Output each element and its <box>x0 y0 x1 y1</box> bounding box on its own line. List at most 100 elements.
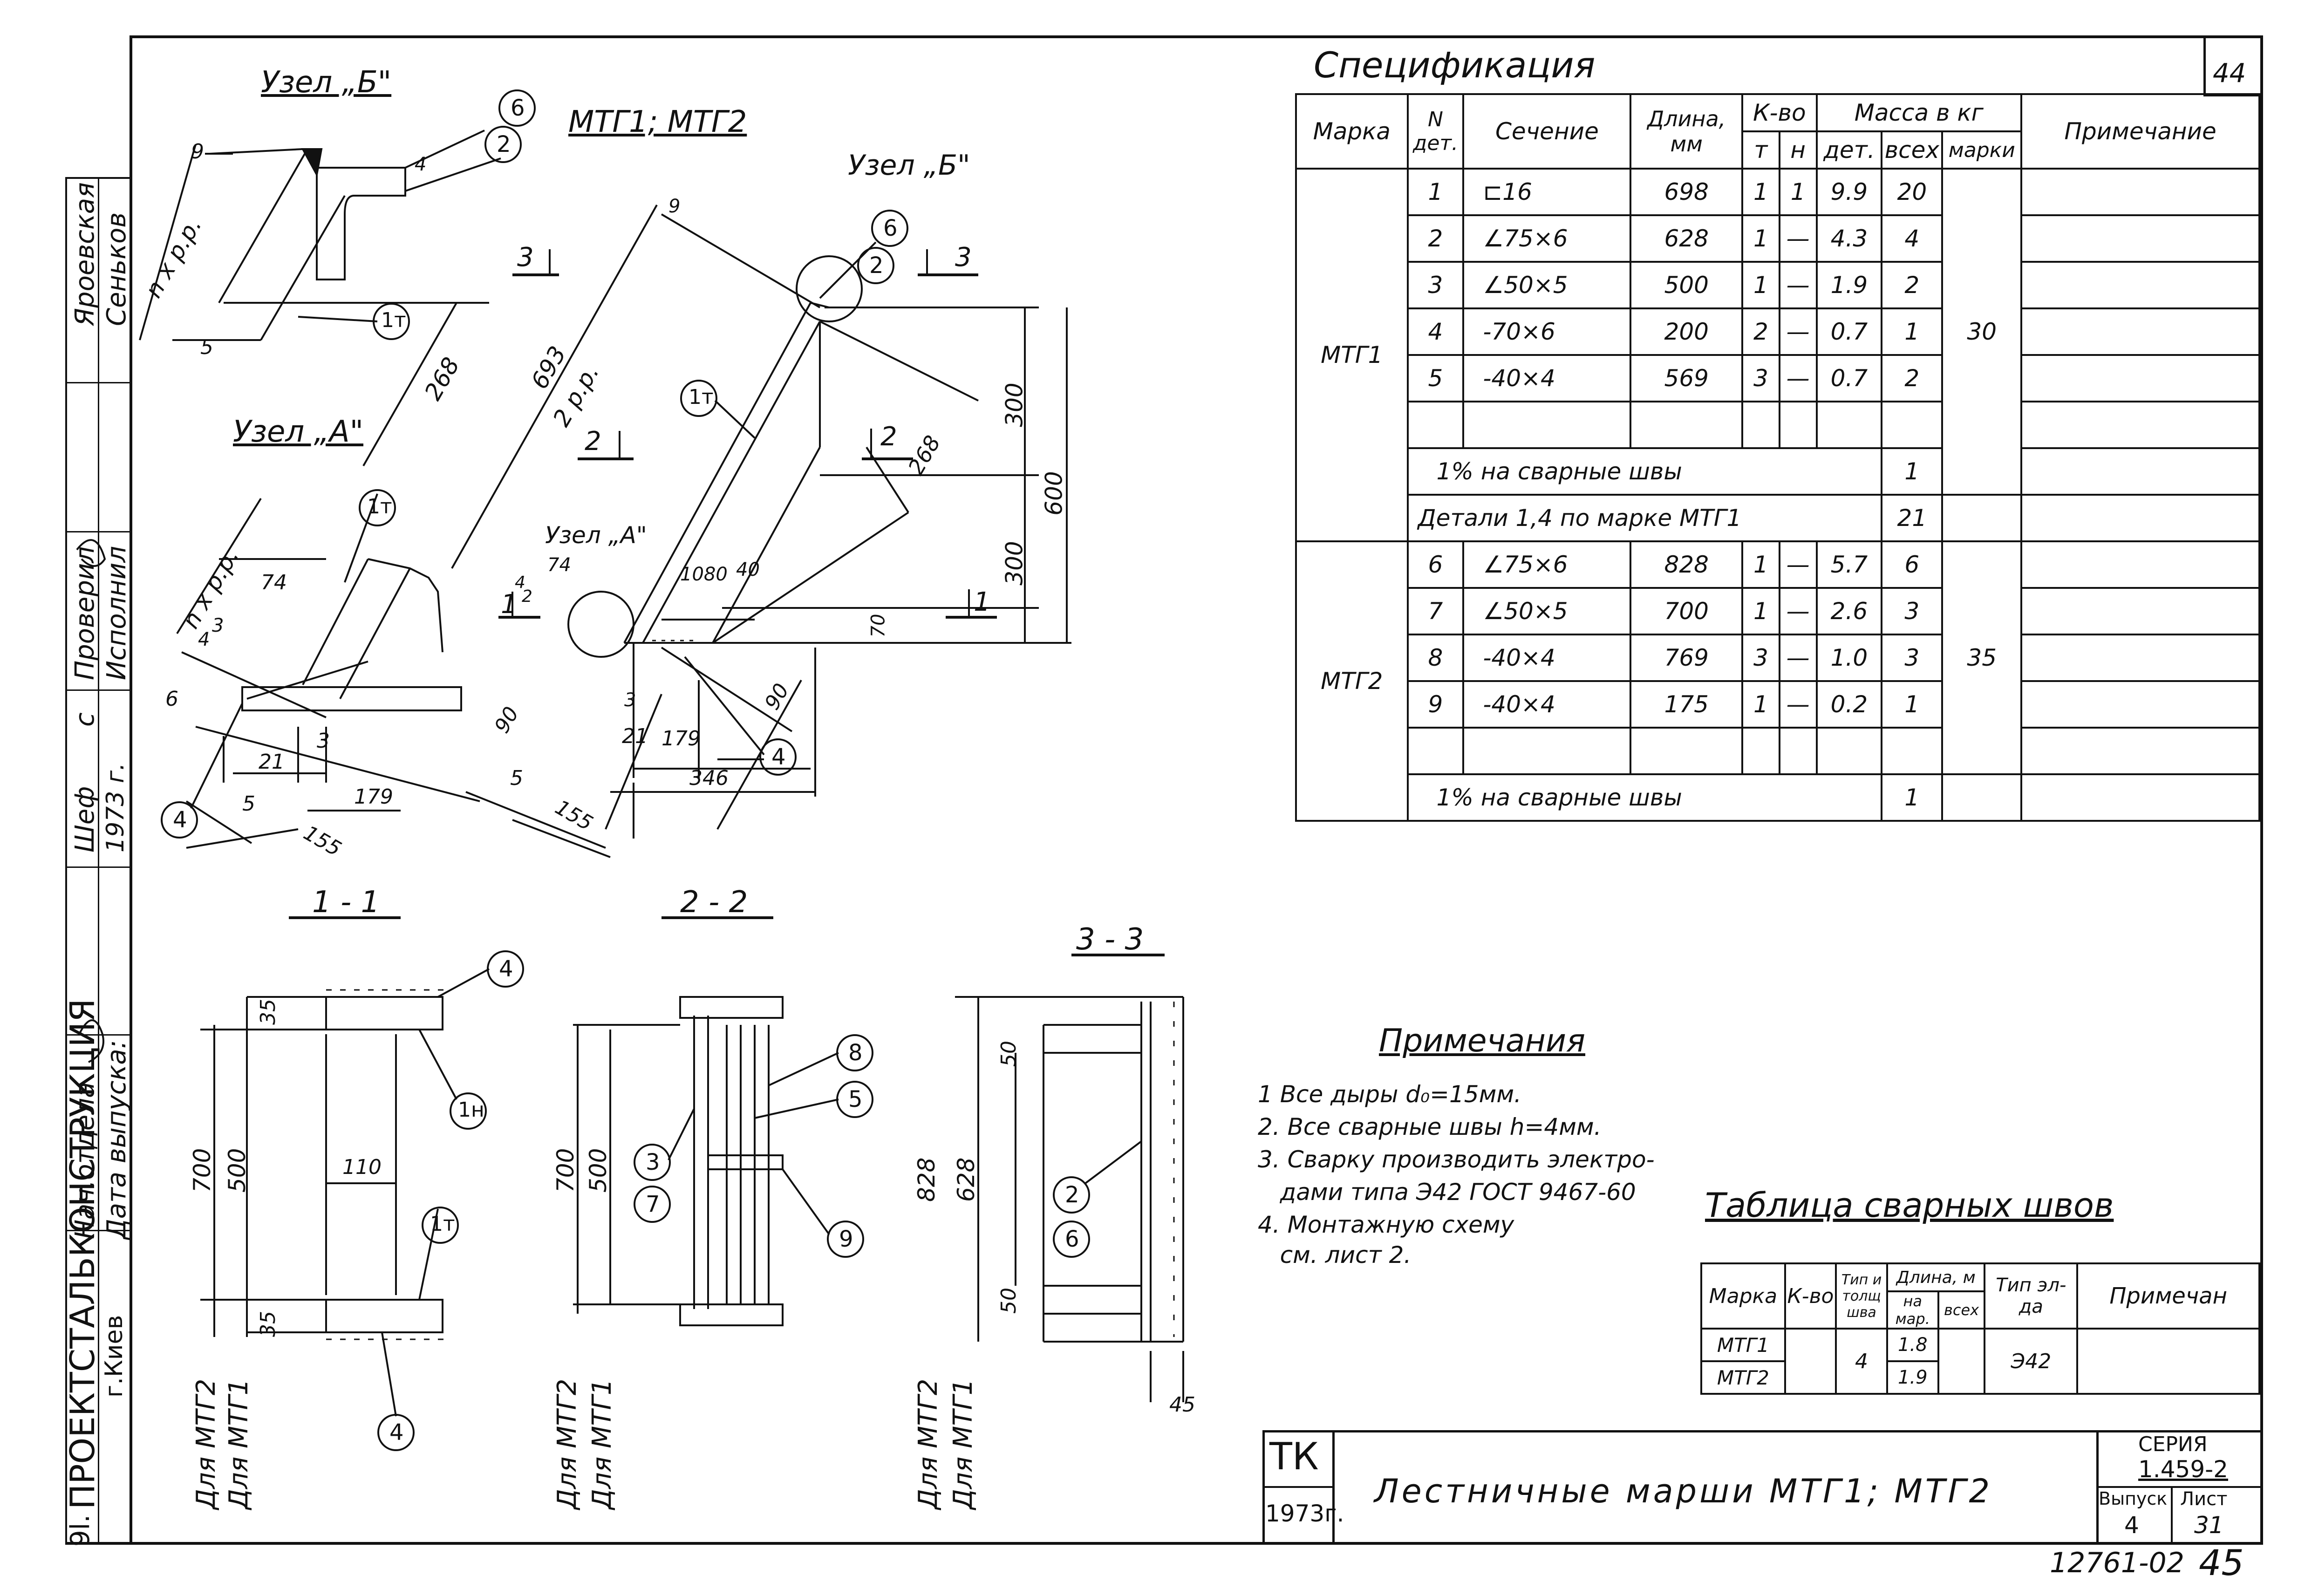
spec-h-section: Сечение <box>1462 93 1632 170</box>
weld-h-type: Тип и толщ шва <box>1835 1262 1888 1330</box>
table-cell <box>1815 727 1883 775</box>
series-label: СЕРИЯ <box>2138 1432 2208 1456</box>
callout-9: 9 <box>839 1226 853 1252</box>
callout-2c: 2 <box>1065 1182 1079 1208</box>
table-cell: 828 <box>1630 540 1744 589</box>
table-cell <box>2020 261 2260 309</box>
dim-a-179: 179 <box>354 785 393 809</box>
callout-3: 3 <box>646 1149 660 1175</box>
spec-mtg2-massmark: 35 <box>1941 540 2023 775</box>
spec-mtg1-welds-value: 1 <box>1881 447 1944 496</box>
spec-mtg2-details-value: 21 <box>1881 494 1944 542</box>
spec-h-mass: Масса в кг <box>1815 93 2023 132</box>
table-cell <box>2020 447 2260 496</box>
dim-s3-50a: 50 <box>997 1041 1021 1067</box>
dim-m-2: 2 <box>522 587 532 606</box>
dim-a-5: 5 <box>242 792 255 816</box>
spec-h-ndet: N дет. <box>1406 93 1465 170</box>
dim-m-1080: 1080 <box>680 564 728 585</box>
side-block <box>65 177 130 1543</box>
dim-m-300b: 300 <box>1001 541 1028 586</box>
note-2: 2. Все сварные швы h=4мм. <box>1258 1113 1602 1140</box>
weld-length-1: 1.8 <box>1886 1328 1939 1362</box>
notes-title: Примечания <box>1379 1023 1586 1059</box>
table-cell: 4 <box>1881 214 1944 263</box>
dim-s3-828: 828 <box>913 1157 940 1202</box>
dim-b-4: 4 <box>415 154 427 175</box>
weld-h-eltype: Тип эл-да <box>1984 1262 2079 1330</box>
table-cell <box>1462 401 1632 449</box>
dim-m-4: 4 <box>515 573 525 592</box>
weld-length-2: 1.9 <box>1886 1360 1939 1395</box>
spec-mtg1-mark: МТГ1 <box>1295 168 1409 542</box>
spec-h-qty-t: т <box>1741 130 1780 170</box>
table-cell: ⊏16 <box>1462 168 1632 216</box>
main-title: МТГ1; МТГ2 <box>568 105 747 139</box>
series-divider <box>2096 1486 2260 1488</box>
table-cell: 20 <box>1881 168 1944 216</box>
table-cell: 0.7 <box>1815 307 1883 356</box>
dim-s1-35b: 35 <box>256 1311 280 1337</box>
dim-s1-700: 700 <box>189 1148 216 1193</box>
dim-s1-110: 110 <box>342 1155 382 1179</box>
tk-label: ТК <box>1269 1435 1319 1478</box>
table-cell: 5 <box>1406 354 1465 402</box>
issue-divider <box>2171 1486 2173 1542</box>
table-cell <box>1937 1328 1986 1395</box>
spec-h-mass-det: дет. <box>1815 130 1883 170</box>
table-cell <box>1406 401 1465 449</box>
table-cell <box>2020 354 2260 402</box>
callout-4b: 4 <box>771 744 786 770</box>
for-label-1: Для МТГ2 <box>191 1378 221 1509</box>
table-cell <box>1815 401 1883 449</box>
dim-a-6: 6 <box>165 687 178 711</box>
callout-2b: 2 <box>869 252 884 279</box>
table-cell <box>2076 1328 2260 1395</box>
dim-s2-500: 500 <box>585 1148 612 1193</box>
callout-4a: 4 <box>173 807 187 833</box>
note-1: 1 Все дыры d₀=15мм. <box>1258 1081 1521 1108</box>
marker-3b: 3 <box>955 242 972 273</box>
callout-2a: 2 <box>497 131 511 157</box>
table-cell: 569 <box>1630 354 1744 402</box>
dim-s1-500: 500 <box>224 1148 251 1193</box>
callout-5: 5 <box>848 1086 863 1112</box>
table-cell <box>2020 727 2260 775</box>
table-cell: 3 <box>1741 354 1780 402</box>
table-cell: 4 <box>1406 307 1465 356</box>
section-1-1-title: 1 - 1 <box>312 885 380 920</box>
spec-mtg2-mark: МТГ2 <box>1295 540 1409 822</box>
callout-1t-b: 1т <box>367 495 392 518</box>
table-cell: ∠50×5 <box>1462 261 1632 309</box>
table-cell: 6 <box>1881 540 1944 589</box>
table-cell <box>1941 773 2023 822</box>
dim-m-300a: 300 <box>1001 382 1028 427</box>
dim-b-5: 5 <box>200 335 213 359</box>
dim-m-3: 3 <box>624 689 636 711</box>
callout-6a: 6 <box>511 95 525 121</box>
node-b-title: Узел „Б" <box>261 65 392 100</box>
table-cell: 7 <box>1406 587 1465 635</box>
dim-s3-45: 45 <box>1169 1393 1195 1417</box>
table-cell <box>2020 168 2260 216</box>
table-cell <box>1778 727 1818 775</box>
table-cell: 3 <box>1881 634 1944 682</box>
section-2-2-title: 2 - 2 <box>680 885 748 920</box>
table-cell: 2.6 <box>1815 587 1883 635</box>
spec-title: Спецификация <box>1314 44 1596 86</box>
marker-3a: 3 <box>517 242 534 273</box>
dim-m-600: 600 <box>1040 471 1068 516</box>
dim-m-179: 179 <box>661 727 701 750</box>
table-cell: 5.7 <box>1815 540 1883 589</box>
table-cell: 698 <box>1630 168 1744 216</box>
table-row-n: 1 <box>1406 168 1465 216</box>
node-a-label-main: Узел „А" <box>545 522 647 549</box>
table-cell <box>2020 773 2260 822</box>
table-cell: ∠75×6 <box>1462 540 1632 589</box>
welds-title: Таблица сварных швов <box>1705 1186 2114 1225</box>
weld-h-mark: Марка <box>1700 1262 1786 1330</box>
note-5: 4. Монтажную схему <box>1258 1211 1514 1238</box>
tk-box <box>1262 1430 1335 1542</box>
table-cell: 2 <box>1881 354 1944 402</box>
table-cell: 1 <box>1741 261 1780 309</box>
